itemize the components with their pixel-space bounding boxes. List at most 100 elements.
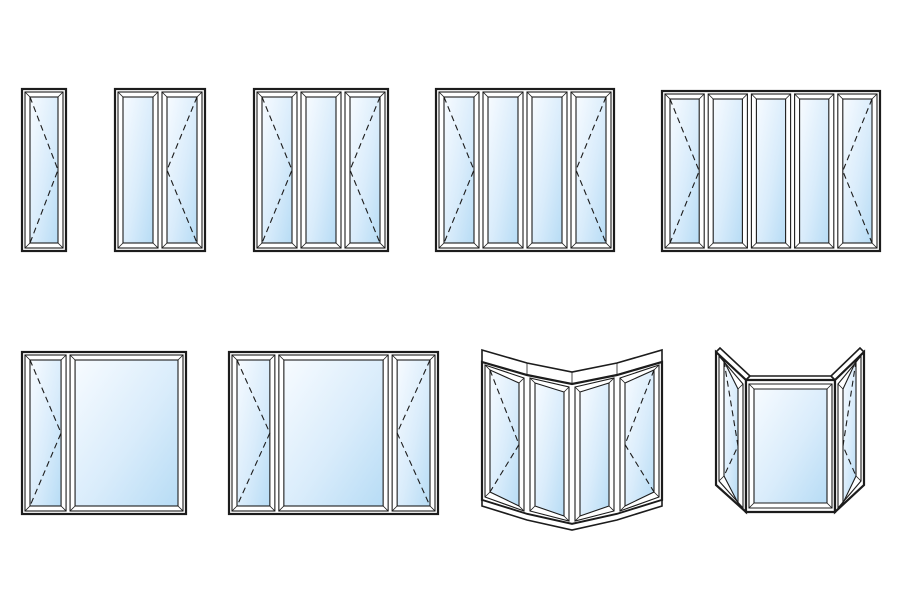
bevel-line <box>742 242 748 249</box>
bevel-line <box>24 505 31 512</box>
bevel-line <box>482 242 489 249</box>
opening-indicator <box>29 359 62 507</box>
sash-frame <box>278 354 389 512</box>
glass-pane <box>396 359 431 507</box>
glass-pane <box>305 96 337 244</box>
sash-tilt-turn-right <box>231 354 276 512</box>
sash-tilt-turn-right <box>24 91 64 249</box>
window-w1 <box>20 87 68 253</box>
bevel-line <box>561 91 568 98</box>
bevel-line <box>718 475 725 482</box>
window-w6 <box>20 350 188 516</box>
sash-frame <box>526 91 568 249</box>
bevel-line <box>391 354 398 361</box>
bevel-line <box>517 91 524 98</box>
bevel-line <box>737 502 744 509</box>
glass-pane <box>624 369 655 507</box>
sash-tilt-turn-right <box>256 91 298 249</box>
bevel-line <box>379 242 386 249</box>
bevel-line <box>382 505 389 512</box>
sash-frame <box>438 91 480 249</box>
bevel-line <box>619 505 626 512</box>
bevel-line <box>871 93 878 100</box>
sash-tilt-turn-left <box>619 364 660 512</box>
bevel-line <box>561 242 568 249</box>
sash-tilt-turn-left <box>161 91 203 249</box>
bevel-line <box>837 242 844 249</box>
bevel-line <box>473 91 480 98</box>
bevel-line <box>718 355 725 362</box>
sash-fixed <box>574 377 615 522</box>
opening-indicator <box>29 96 59 244</box>
sash-frame <box>161 91 203 249</box>
sash-frame <box>837 93 878 249</box>
bevel-line <box>60 354 67 361</box>
sash-fixed-wide <box>278 354 389 512</box>
sash-frame <box>482 91 524 249</box>
bevel-line <box>742 93 748 100</box>
bevel-line <box>177 505 184 512</box>
opening-indicator <box>261 96 293 244</box>
opening-indicator <box>842 98 873 244</box>
bevel-line <box>608 377 615 384</box>
sash-tilt-turn-right <box>438 91 480 249</box>
opening-indicator <box>349 96 381 244</box>
bevel-line <box>707 93 714 100</box>
glass-pane <box>489 369 520 507</box>
glass-pane <box>534 382 565 517</box>
opening-indicator <box>443 96 475 244</box>
sash-frame <box>300 91 342 249</box>
glass-pane <box>575 96 607 244</box>
sash-tilt-turn-left <box>837 354 862 510</box>
bevel-line <box>391 505 398 512</box>
bevel-line <box>653 364 660 371</box>
bevel-line <box>707 242 714 249</box>
bevel-line <box>529 377 536 384</box>
sash-tilt-turn-left <box>837 93 878 249</box>
window-w3 <box>252 87 390 253</box>
bevel-line <box>574 515 581 522</box>
bevel-line <box>291 242 298 249</box>
bevel-line <box>177 354 184 361</box>
sash-fixed <box>117 91 159 249</box>
bevel-line <box>196 242 203 249</box>
glass-pane <box>753 388 828 504</box>
bevel-line <box>438 91 445 98</box>
bevel-line <box>57 242 64 249</box>
bevel-line <box>335 242 342 249</box>
bevel-line <box>382 354 389 361</box>
bevel-line <box>608 505 615 512</box>
bevel-line <box>231 354 238 361</box>
glass-pane <box>261 96 293 244</box>
bevel-line <box>429 505 436 512</box>
glass-pane <box>349 96 381 244</box>
sash-frame <box>24 91 64 249</box>
sash-tilt-turn-left <box>391 354 436 512</box>
opening-indicator <box>236 359 271 507</box>
glass-pane <box>842 98 873 244</box>
bow-bottom-sill <box>481 498 663 531</box>
bevel-line <box>751 93 757 100</box>
window-w4 <box>434 87 616 253</box>
glass-pane <box>755 98 787 244</box>
bevel-line <box>152 91 159 98</box>
glass-pane <box>531 96 563 244</box>
window-w5 <box>660 89 882 253</box>
glass-pane <box>166 96 198 244</box>
sash-frame <box>794 93 835 249</box>
sash-frame <box>750 93 792 249</box>
opening-indicator <box>575 96 607 244</box>
bevel-line <box>563 386 570 393</box>
glass-pane <box>236 359 271 507</box>
bevel-line <box>855 355 862 362</box>
sash-fixed <box>707 93 748 249</box>
window-w7 <box>227 350 440 516</box>
bevel-line <box>291 91 298 98</box>
bevel-line <box>794 93 800 100</box>
bevel-line <box>605 242 612 249</box>
bevel-line <box>826 383 833 390</box>
sash-tilt-turn-right <box>484 364 525 512</box>
bevel-line <box>837 383 844 390</box>
sash-frame <box>69 354 184 512</box>
